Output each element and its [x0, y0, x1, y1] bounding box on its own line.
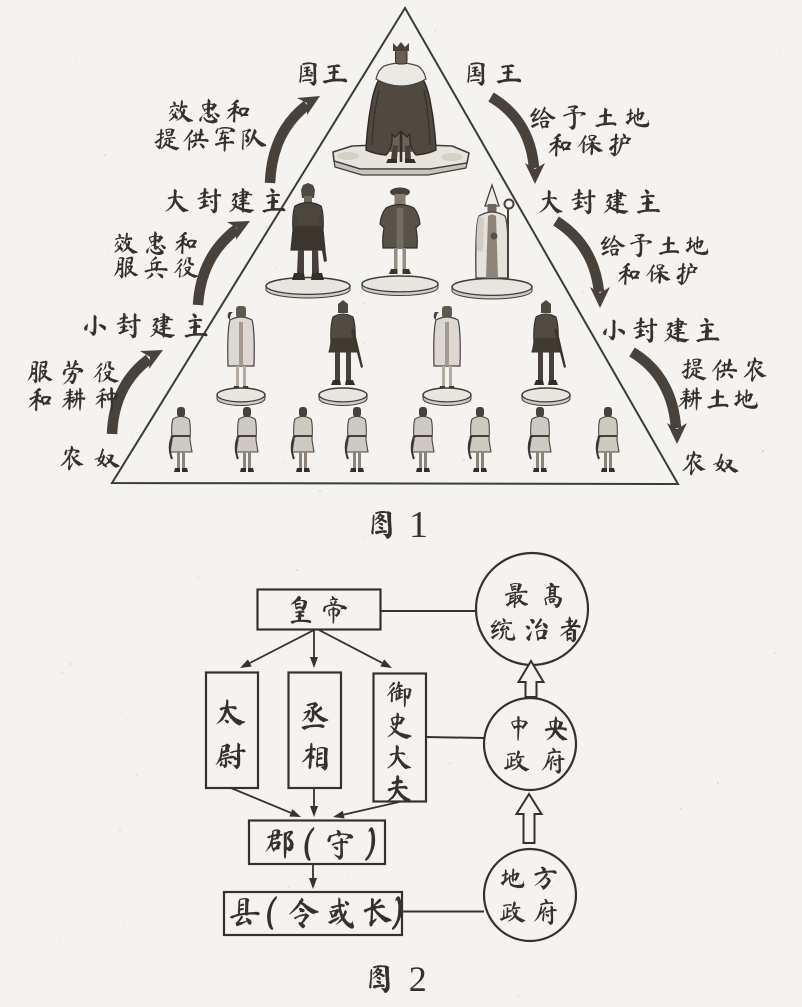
svg-text:2: 2	[409, 959, 427, 999]
svg-text:1: 1	[409, 504, 428, 546]
